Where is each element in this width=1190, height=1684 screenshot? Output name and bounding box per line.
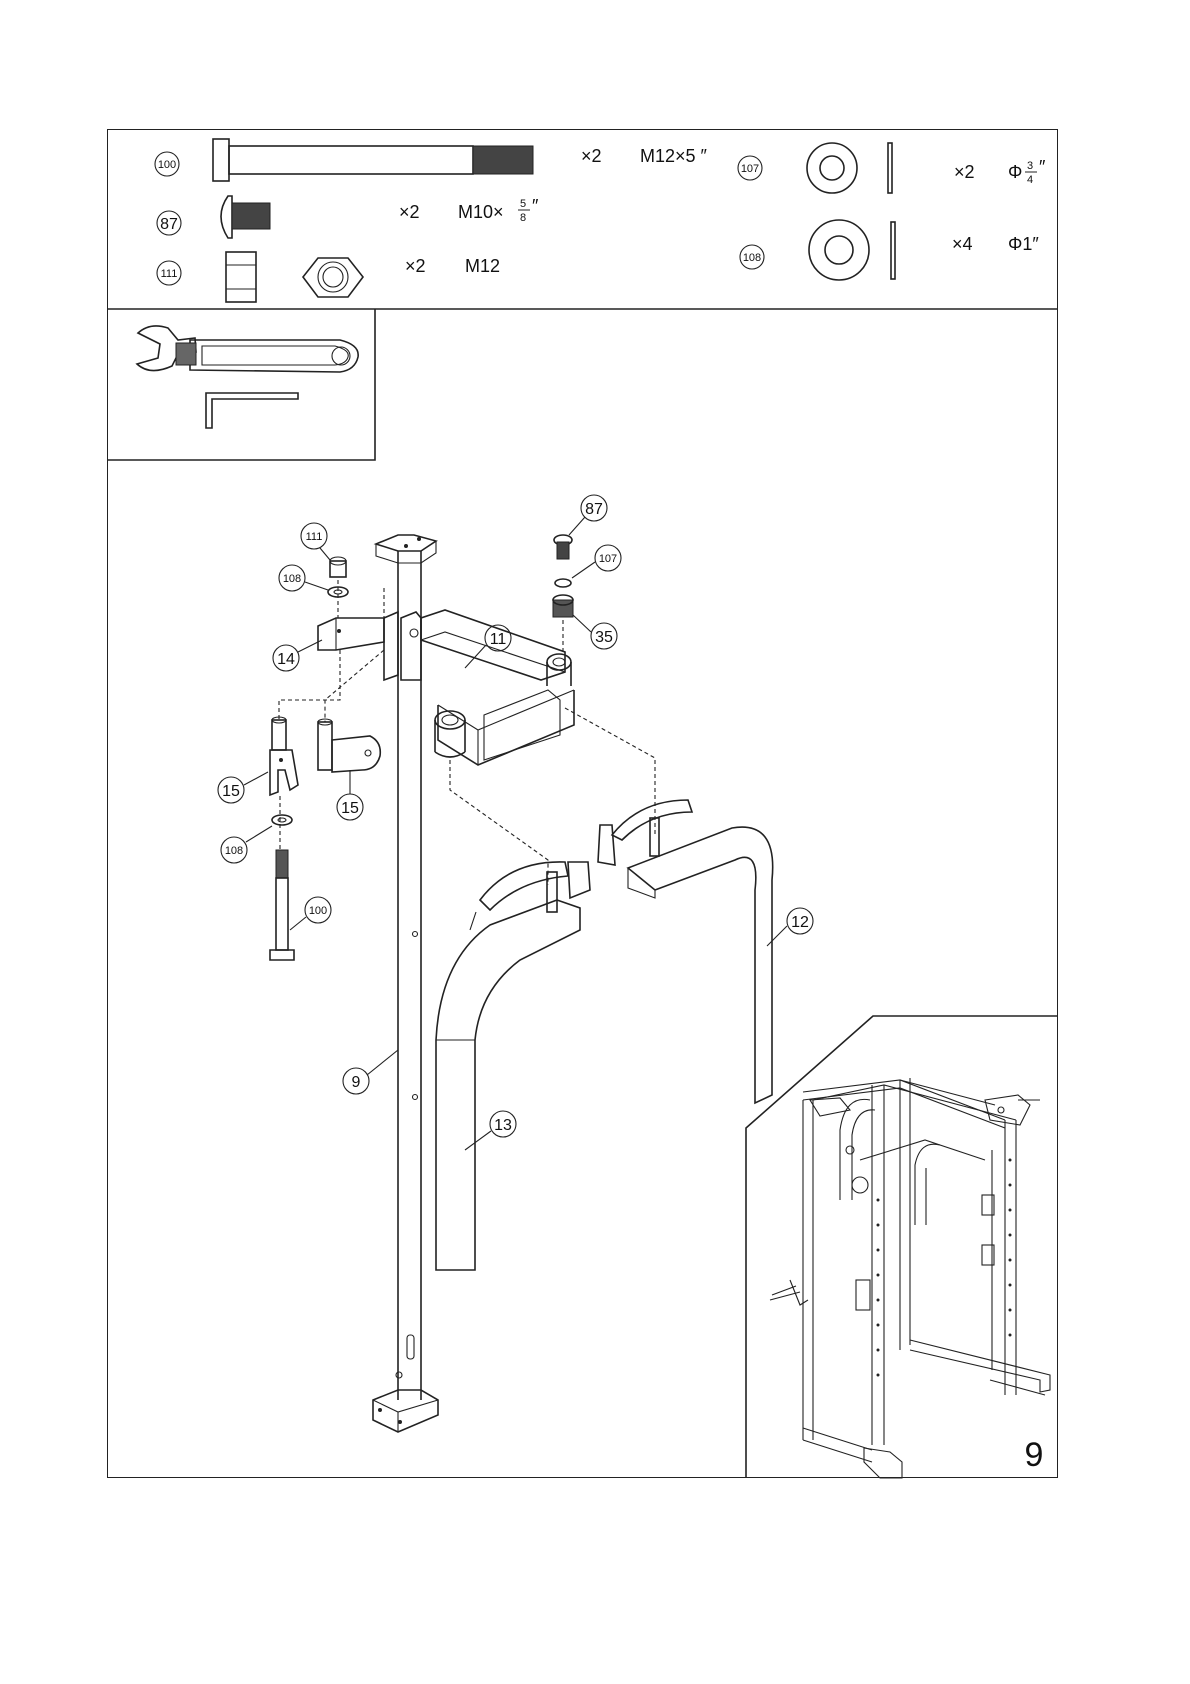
callout-14: 14	[277, 651, 295, 668]
nut-111-spec: M12	[465, 256, 500, 276]
washer-108-icon	[740, 220, 895, 280]
washer-107-qty: ×2	[954, 162, 975, 182]
callout-107: 107	[599, 553, 617, 565]
callout-13: 13	[494, 1117, 512, 1134]
callout-111: 111	[306, 531, 323, 543]
tool-box-border	[107, 309, 375, 460]
callout-15-left: 15	[222, 783, 240, 800]
completed-machine-icon	[770, 1078, 1050, 1478]
allen-key-icon	[206, 393, 298, 428]
pulley-bracket-15-left	[270, 717, 298, 795]
bolt-87-assembly	[553, 535, 573, 617]
callout-100: 100	[309, 905, 327, 917]
pulley-arm-13	[436, 862, 590, 1270]
callout-87: 87	[585, 501, 603, 518]
callout-108-upper: 108	[283, 573, 301, 585]
bolt-87-spec: M10×	[458, 202, 504, 222]
callout-87-top: 87	[160, 216, 178, 233]
callout-108-lower: 108	[225, 845, 243, 857]
washer-108-spec: Φ1″	[1008, 234, 1039, 254]
callout-15-right: 15	[341, 800, 359, 817]
callout-9: 9	[352, 1074, 361, 1091]
callout-100-top: 100	[158, 159, 176, 171]
bolt-87-spec-suffix: ″	[532, 196, 539, 216]
page-number: 9	[1025, 1436, 1044, 1474]
washer-107-spec-phi: Φ	[1008, 162, 1022, 182]
callout-108-top: 108	[743, 252, 761, 264]
callouts	[218, 495, 813, 1150]
bolt-100-spec: M12×5 ″	[640, 146, 708, 166]
washer-107-spec-den: 4	[1027, 174, 1033, 186]
inset-box-border	[746, 1016, 1058, 1478]
adjustable-wrench-icon	[137, 326, 358, 372]
bolt-87-spec-den: 8	[520, 212, 526, 224]
bracket-14	[318, 618, 384, 650]
nut-111-qty: ×2	[405, 256, 426, 276]
washer-107-spec-suffix: ″	[1039, 157, 1046, 177]
washer-108-qty: ×4	[952, 234, 973, 254]
callout-107-top: 107	[741, 163, 759, 175]
callout-11: 11	[490, 631, 507, 648]
callout-12: 12	[791, 914, 809, 931]
bolt-87-qty: ×2	[399, 202, 420, 222]
nut-111-icon	[157, 252, 363, 302]
washer-107-icon	[738, 143, 892, 193]
bolt-100-assembly	[270, 815, 294, 960]
callout-35: 35	[595, 629, 613, 646]
callout-111-top: 111	[161, 268, 178, 280]
pulley-bracket-15-right	[318, 719, 380, 772]
pulley-arm-12	[598, 800, 773, 1103]
washer-107-spec-num: 3	[1027, 160, 1033, 172]
bolt-100-icon	[155, 139, 533, 181]
bolt-100-qty: ×2	[581, 146, 602, 166]
upright-post-9	[373, 535, 438, 1432]
bolt-87-spec-num: 5	[520, 198, 526, 210]
